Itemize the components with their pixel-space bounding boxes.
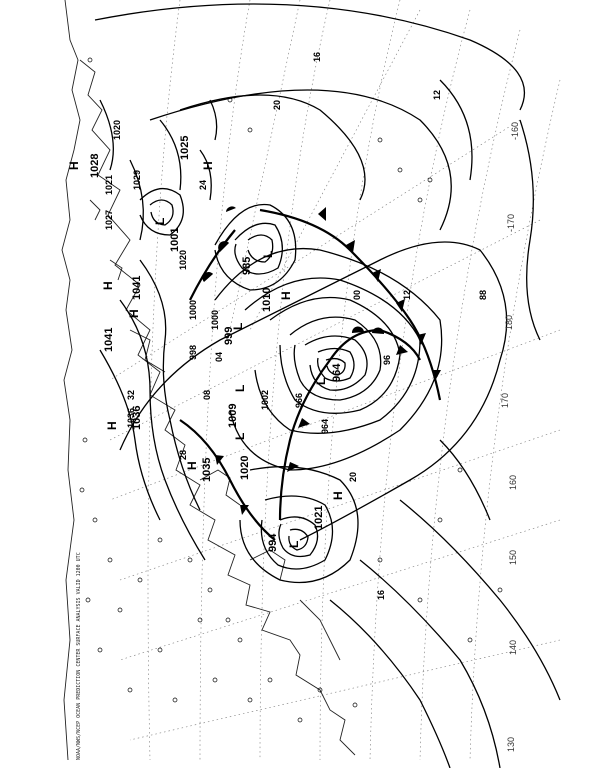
isobar-label: 964 [320, 419, 330, 434]
header-text: NOAA/NWS/NCEP OCEAN PREDICTION CENTER SU… [76, 552, 82, 760]
center-type: L [233, 433, 247, 440]
isobar-label: 998 [188, 345, 198, 360]
center-value: 1001 [169, 228, 181, 252]
isobar-label: 1021 [104, 175, 114, 195]
fronts [179, 206, 442, 541]
isobar-label: 1002 [260, 390, 270, 410]
center-value: 985 [241, 257, 253, 275]
center-type: L [153, 218, 167, 225]
center-type: H [331, 491, 345, 500]
center-value: 1009 [227, 404, 239, 428]
center-type: H [185, 461, 199, 470]
isobar-labels: 1027 1021 1029 1020 1020 1000 998 1000 1… [104, 52, 488, 600]
center-value: 1021 [313, 506, 325, 530]
center-type: L [261, 251, 275, 258]
station-observations [79, 57, 503, 723]
center-type: H [279, 291, 293, 300]
longitude-labels: -160 -170 180 170 160 150 140 130 [500, 122, 520, 752]
center-type: L [314, 378, 328, 385]
isobar-label: 12 [402, 290, 412, 300]
longitude-label: 160 [508, 475, 518, 490]
isobar-label: 20 [272, 100, 282, 110]
isobar-label: 96 [382, 355, 392, 365]
coastline [61, 0, 356, 761]
isobar-label: 04 [214, 352, 224, 362]
isobar-label: 12 [432, 90, 442, 100]
longitude-label: 130 [506, 737, 516, 752]
isobar-label: 1000 [188, 300, 198, 320]
isobar-label: 1020 [112, 120, 122, 140]
center-type: H [101, 281, 115, 290]
pressure-centers: H 1028 H 1025 L 1001 H 1041 H 1041 L 985… [67, 136, 345, 552]
longitude-label: -170 [506, 214, 516, 232]
isobar-label: 1029 [132, 170, 142, 190]
center-value: 1020 [239, 456, 251, 480]
isobar-label: 1027 [104, 210, 114, 230]
longitude-label: 170 [500, 393, 510, 408]
center-type: L [231, 323, 245, 330]
isobar-label: 88 [478, 290, 488, 300]
center-value: 1035 [201, 458, 213, 482]
center-type: L [233, 385, 247, 392]
isobar-label: 966 [294, 393, 304, 408]
center-value: 964 [331, 363, 343, 382]
chart-header: NOAA/NWS/NCEP OCEAN PREDICTION CENTER SU… [76, 552, 82, 760]
isobar-label: 24 [198, 180, 208, 190]
center-value: 999 [223, 327, 235, 345]
center-type: L [287, 541, 301, 548]
longitude-label: 140 [508, 640, 518, 655]
longitude-label: 180 [504, 315, 514, 330]
center-type: H [127, 309, 141, 318]
isobar-label: 32 [126, 390, 136, 400]
isobar-label: 16 [312, 52, 322, 62]
center-value: 1041 [103, 328, 115, 352]
isobar-label: 16 [376, 590, 386, 600]
isobar-label: 28 [178, 450, 188, 460]
longitude-label: -160 [510, 122, 520, 140]
center-type: H [201, 161, 215, 170]
longitude-label: 150 [508, 550, 518, 565]
center-value: 1041 [131, 276, 143, 300]
center-type: H [67, 161, 81, 170]
center-value: 1028 [89, 154, 101, 178]
isobar-label: 1036 [126, 408, 136, 428]
isobar-label: 00 [352, 290, 362, 300]
isobar-label: 08 [202, 390, 212, 400]
isobar-label: 20 [348, 472, 358, 482]
isobars [94, 3, 561, 768]
isobar-label: 1020 [178, 250, 188, 270]
center-type: H [105, 421, 119, 430]
center-value: 1036 [131, 406, 143, 430]
center-value: 994 [267, 533, 279, 552]
center-value: 1025 [179, 136, 191, 160]
isobar-label: 1000 [210, 310, 220, 330]
center-value: 1010 [261, 288, 273, 312]
